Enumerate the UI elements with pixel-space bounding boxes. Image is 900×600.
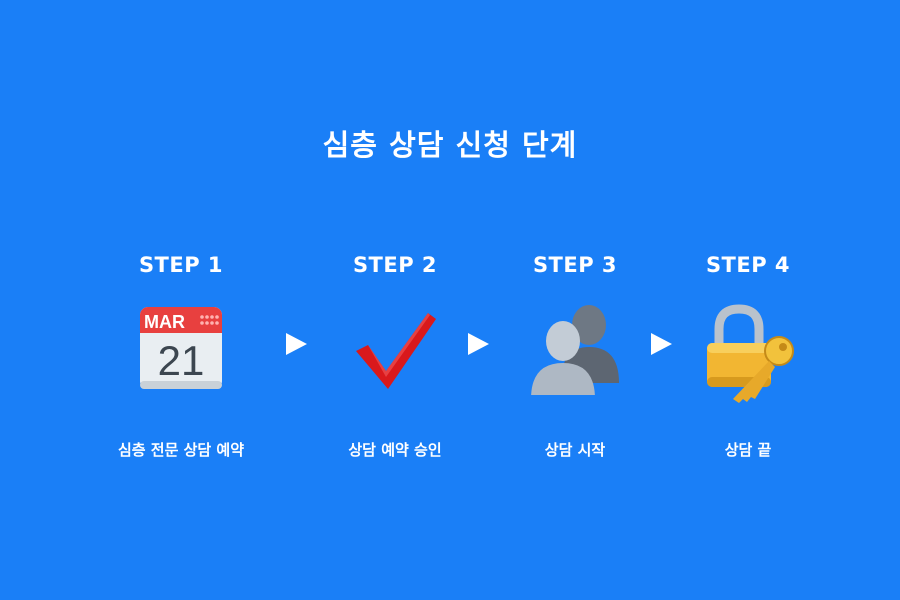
- check-mark-icon: [356, 313, 436, 389]
- step-2-icon-wrap: [320, 303, 470, 395]
- step-1-label: STEP 1: [138, 253, 224, 277]
- calendar-icon: MAR 21: [140, 307, 222, 389]
- step-4-icon-wrap: [673, 303, 823, 403]
- step-2-description: 상담 예약 승인: [348, 441, 442, 459]
- arrow-3-icon: [648, 331, 674, 357]
- step-1-description: 심층 전문 상담 예약: [117, 441, 245, 459]
- step-1-icon-wrap: MAR 21: [106, 303, 256, 395]
- arrow-1-icon: [283, 331, 309, 357]
- arrow-2-icon: [465, 331, 491, 357]
- calendar-month: MAR: [144, 312, 185, 332]
- calendar-day: 21: [158, 337, 205, 384]
- page-title: 심층 상담 신청 단계: [322, 128, 578, 162]
- step-4-label: STEP 4: [705, 253, 791, 277]
- people-icon: [531, 305, 619, 395]
- step-3-label: STEP 3: [532, 253, 618, 277]
- step-3-icon-wrap: [500, 303, 650, 395]
- lock-key-icon: [707, 304, 794, 403]
- step-2-label: STEP 2: [352, 253, 438, 277]
- step-4-description: 상담 끝: [724, 441, 772, 459]
- step-3-description: 상담 시작: [544, 441, 606, 459]
